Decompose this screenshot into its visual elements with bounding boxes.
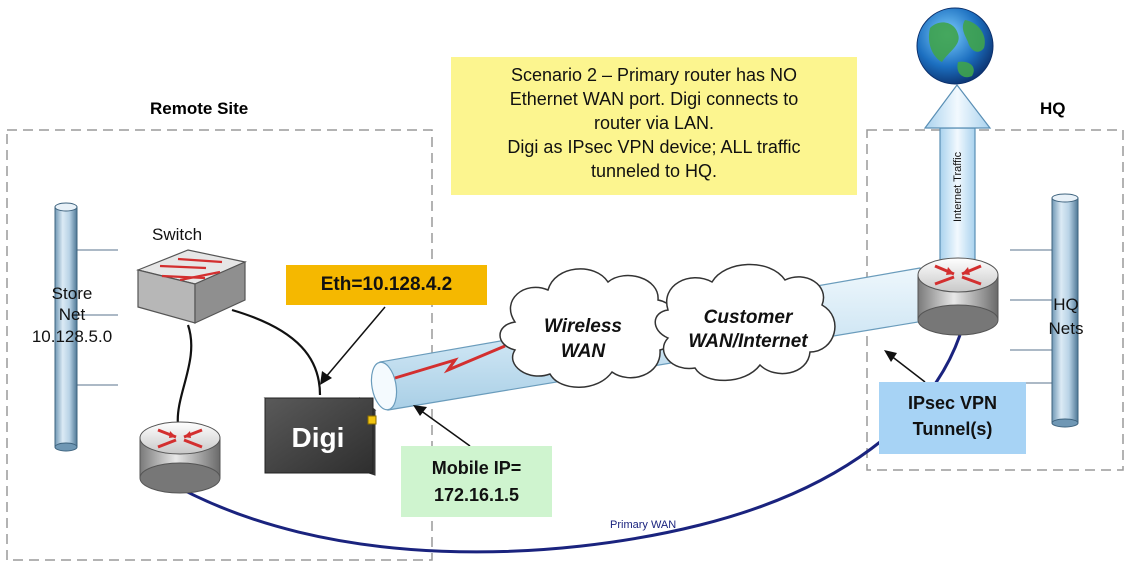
switch-device xyxy=(136,249,247,324)
ipsec-line-2: Tunnel(s) xyxy=(912,419,993,439)
hq-nets-line2: Nets xyxy=(1049,319,1084,338)
mobile-ip-pointer-head xyxy=(413,405,427,416)
customer-wan-line1: Customer xyxy=(704,307,794,328)
hq-nets-line1: HQ xyxy=(1053,295,1079,314)
switch-to-digi-cable xyxy=(231,308,322,396)
hq-router-icon xyxy=(917,257,999,336)
hq-nets-segment xyxy=(1010,193,1079,428)
hq-label: HQ xyxy=(1040,99,1066,118)
internet-globe-icon xyxy=(916,7,994,85)
switch-label: Switch xyxy=(152,225,202,244)
primary-wan-label: Primary WAN xyxy=(610,519,676,531)
scenario-line-2: Ethernet WAN port. Digi connects to xyxy=(509,89,799,109)
ipsec-pointer-head xyxy=(884,350,897,362)
store-net-line1: Store xyxy=(52,284,93,303)
mobile-ip-callout: Mobile IP= 172.16.1.5 xyxy=(401,446,552,517)
remote-site-zone xyxy=(6,129,433,561)
customer-wan-cloud xyxy=(654,263,836,382)
hq-zone xyxy=(866,129,1124,471)
scenario-line-3: router via LAN. xyxy=(593,113,715,133)
store-net-segment xyxy=(54,202,118,452)
mobile-ip-line-1: Mobile IP= xyxy=(431,458,522,478)
wireless-wan-line2: WAN xyxy=(561,341,607,362)
switch-to-router-cable xyxy=(176,324,193,426)
remote-router-icon xyxy=(139,421,221,494)
scenario-line-4: Digi as IPsec VPN device; ALL traffic xyxy=(507,137,801,157)
eth-pointer xyxy=(324,306,386,379)
scenario-note: Scenario 2 – Primary router has NO Ether… xyxy=(451,57,857,195)
digi-label: Digi xyxy=(292,422,345,453)
ipsec-pointer xyxy=(889,354,926,383)
remote-site-label: Remote Site xyxy=(150,99,249,118)
wireless-wan-line1: Wireless xyxy=(544,316,622,337)
digi-antenna-port-icon xyxy=(367,415,377,425)
eth-callout: Eth=10.128.4.2 xyxy=(286,265,487,305)
store-net-line2: Net xyxy=(59,305,86,324)
mobile-ip-pointer xyxy=(419,409,471,447)
switch-arrows-icon xyxy=(159,257,223,282)
scenario-line-1: Scenario 2 – Primary router has NO xyxy=(510,65,798,85)
radio-signal-icon xyxy=(394,344,506,380)
mobile-ip-line-2: 172.16.1.5 xyxy=(433,485,520,505)
internet-traffic-label: Internet Traffic xyxy=(952,151,964,222)
ipsec-callout: IPsec VPN Tunnel(s) xyxy=(879,382,1026,454)
ipsec-line-1: IPsec VPN xyxy=(907,393,998,413)
eth-pointer-head xyxy=(320,371,332,385)
customer-wan-line2: WAN/Internet xyxy=(688,331,808,352)
scenario-line-5: tunneled to HQ. xyxy=(590,161,718,181)
digi-device xyxy=(263,396,377,476)
store-net-line3: 10.128.5.0 xyxy=(32,327,112,346)
